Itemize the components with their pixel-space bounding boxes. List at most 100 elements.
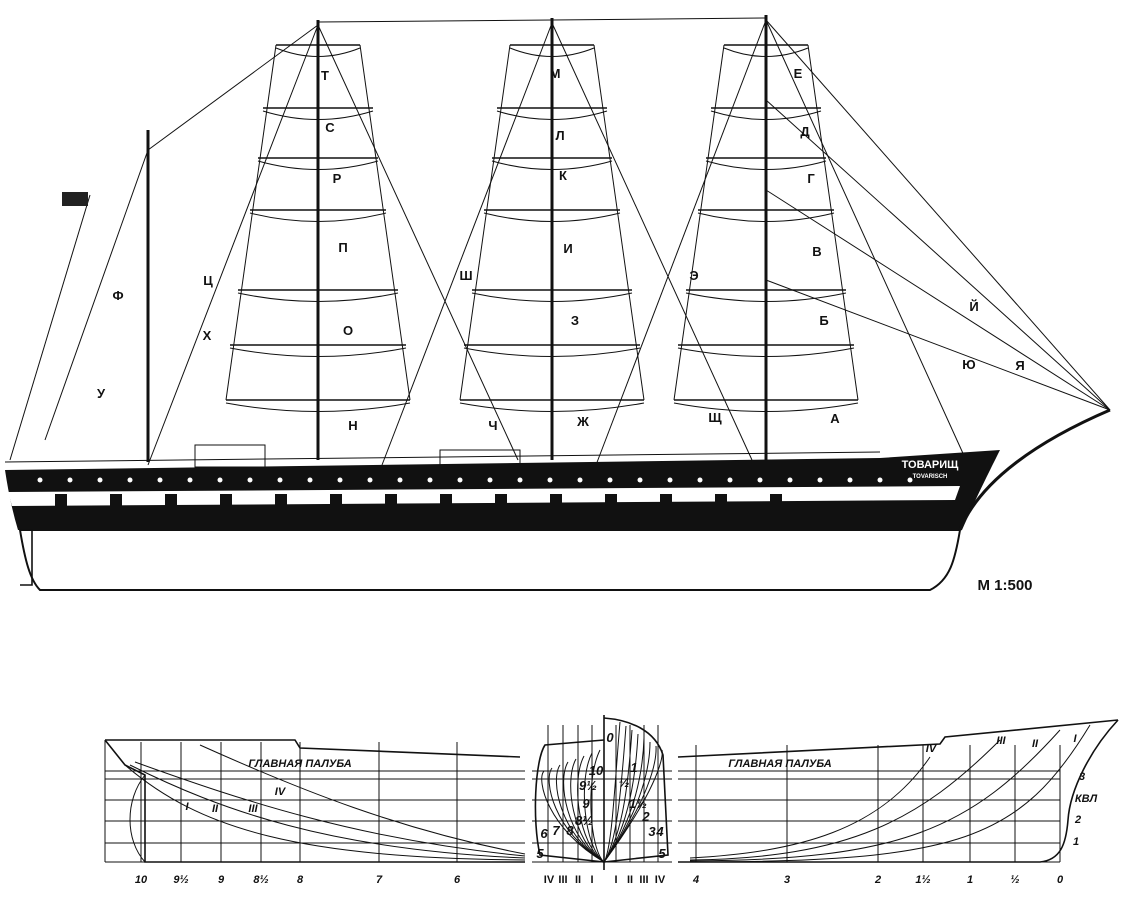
porthole <box>727 477 733 483</box>
section-aft <box>563 761 605 863</box>
scale-label: М 1:500 <box>977 577 1032 594</box>
sail-leech <box>225 44 277 401</box>
buttock-label: I <box>614 874 617 886</box>
sail-edge <box>697 212 835 222</box>
buttock-label: II <box>627 874 633 886</box>
deckhouse <box>194 444 266 468</box>
section-label: 5 <box>536 846 544 861</box>
porthole <box>397 477 403 483</box>
porthole <box>127 477 133 483</box>
porthole <box>67 477 73 483</box>
waterline-label: 1 <box>1073 836 1079 848</box>
porthole <box>277 477 283 483</box>
section-aft <box>541 770 605 863</box>
sail-letter: Э <box>689 268 698 283</box>
section-label: 3 <box>648 824 656 839</box>
sail-letter: М <box>550 66 561 81</box>
ship-name: ТОВАРИЩ <box>902 459 960 471</box>
porthole <box>817 477 823 483</box>
gaff <box>9 194 91 461</box>
porthole <box>457 477 463 483</box>
buttock-label: I <box>185 801 189 813</box>
station-label: ½ <box>1010 874 1019 886</box>
aft-rudder-profile <box>129 774 146 863</box>
section-fwd <box>603 729 633 863</box>
section-aft <box>570 758 605 863</box>
headstay <box>765 279 1111 411</box>
section-label: 2 <box>641 809 650 824</box>
sail-letter: Х <box>203 328 212 343</box>
station-label: 4 <box>692 874 699 886</box>
porthole <box>487 477 493 483</box>
station-label: 7 <box>376 874 383 886</box>
stay <box>317 24 519 461</box>
sail-letter: В <box>812 244 821 259</box>
port <box>440 494 452 506</box>
sail-letter: Ф <box>112 288 123 303</box>
section-aft <box>577 755 605 863</box>
sail-leech <box>359 44 411 401</box>
flag <box>62 192 88 206</box>
buttock-label: I <box>1073 733 1077 745</box>
porthole <box>97 477 103 483</box>
body-plan-sections <box>541 721 663 863</box>
headstay <box>765 19 1111 411</box>
buttock-label: IV <box>275 786 287 798</box>
port <box>275 494 287 506</box>
sail-edge <box>496 110 608 120</box>
sail-letter: Ч <box>488 418 497 433</box>
section-label: 8 <box>566 823 574 838</box>
porthole <box>307 477 313 483</box>
station-label: 3 <box>784 874 790 886</box>
sail-leech <box>673 44 725 401</box>
section-fwd <box>603 721 621 863</box>
sail-letter: З <box>571 313 579 328</box>
sail-letter: С <box>325 120 335 135</box>
sail-letter: П <box>338 240 347 255</box>
buttock-label: IV <box>655 874 666 886</box>
porthole <box>367 477 373 483</box>
buttock-label: III <box>996 735 1006 747</box>
porthole <box>217 477 223 483</box>
waterline-label: 3 <box>1079 771 1085 783</box>
sail-letter: И <box>563 241 572 256</box>
port <box>660 494 672 506</box>
waterline-label: КВЛ <box>1075 793 1098 805</box>
sail-leech <box>807 44 859 401</box>
station-label: 9½ <box>173 874 188 886</box>
section-label: ½ <box>619 775 630 790</box>
section-label: 0 <box>606 730 614 745</box>
sail-letter: Б <box>819 313 828 328</box>
station-label: 1½ <box>915 874 930 886</box>
buttock-label: III <box>248 803 258 815</box>
shroud <box>147 24 319 466</box>
buttock-label: IV <box>544 874 555 886</box>
section-label: 7 <box>552 823 560 838</box>
station-label: 8 <box>297 874 304 886</box>
buttock-label: III <box>639 874 648 886</box>
sail-letter: Ш <box>459 268 472 283</box>
sail-edge <box>275 47 361 57</box>
section-label: 10 <box>589 763 604 778</box>
sail-letter: Р <box>333 171 342 186</box>
porthole <box>637 477 643 483</box>
port <box>495 494 507 506</box>
sail-letter: Е <box>794 66 803 81</box>
sail-edge <box>509 47 595 57</box>
sail-edge <box>463 347 641 357</box>
station-label: 1 <box>967 874 973 886</box>
sail-letter: Ю <box>962 357 975 372</box>
sail-letter: Ж <box>576 414 589 429</box>
shroud <box>595 19 767 466</box>
porthole <box>517 477 523 483</box>
port <box>605 494 617 506</box>
rudder <box>20 529 33 586</box>
sail-edge <box>262 110 374 120</box>
sail-letter: Д <box>800 124 810 139</box>
porthole <box>787 477 793 483</box>
buttock-fwd-III <box>689 739 1001 861</box>
deck-rail <box>4 451 881 463</box>
sail-leech <box>459 44 511 401</box>
sail-letter: Н <box>348 418 357 433</box>
